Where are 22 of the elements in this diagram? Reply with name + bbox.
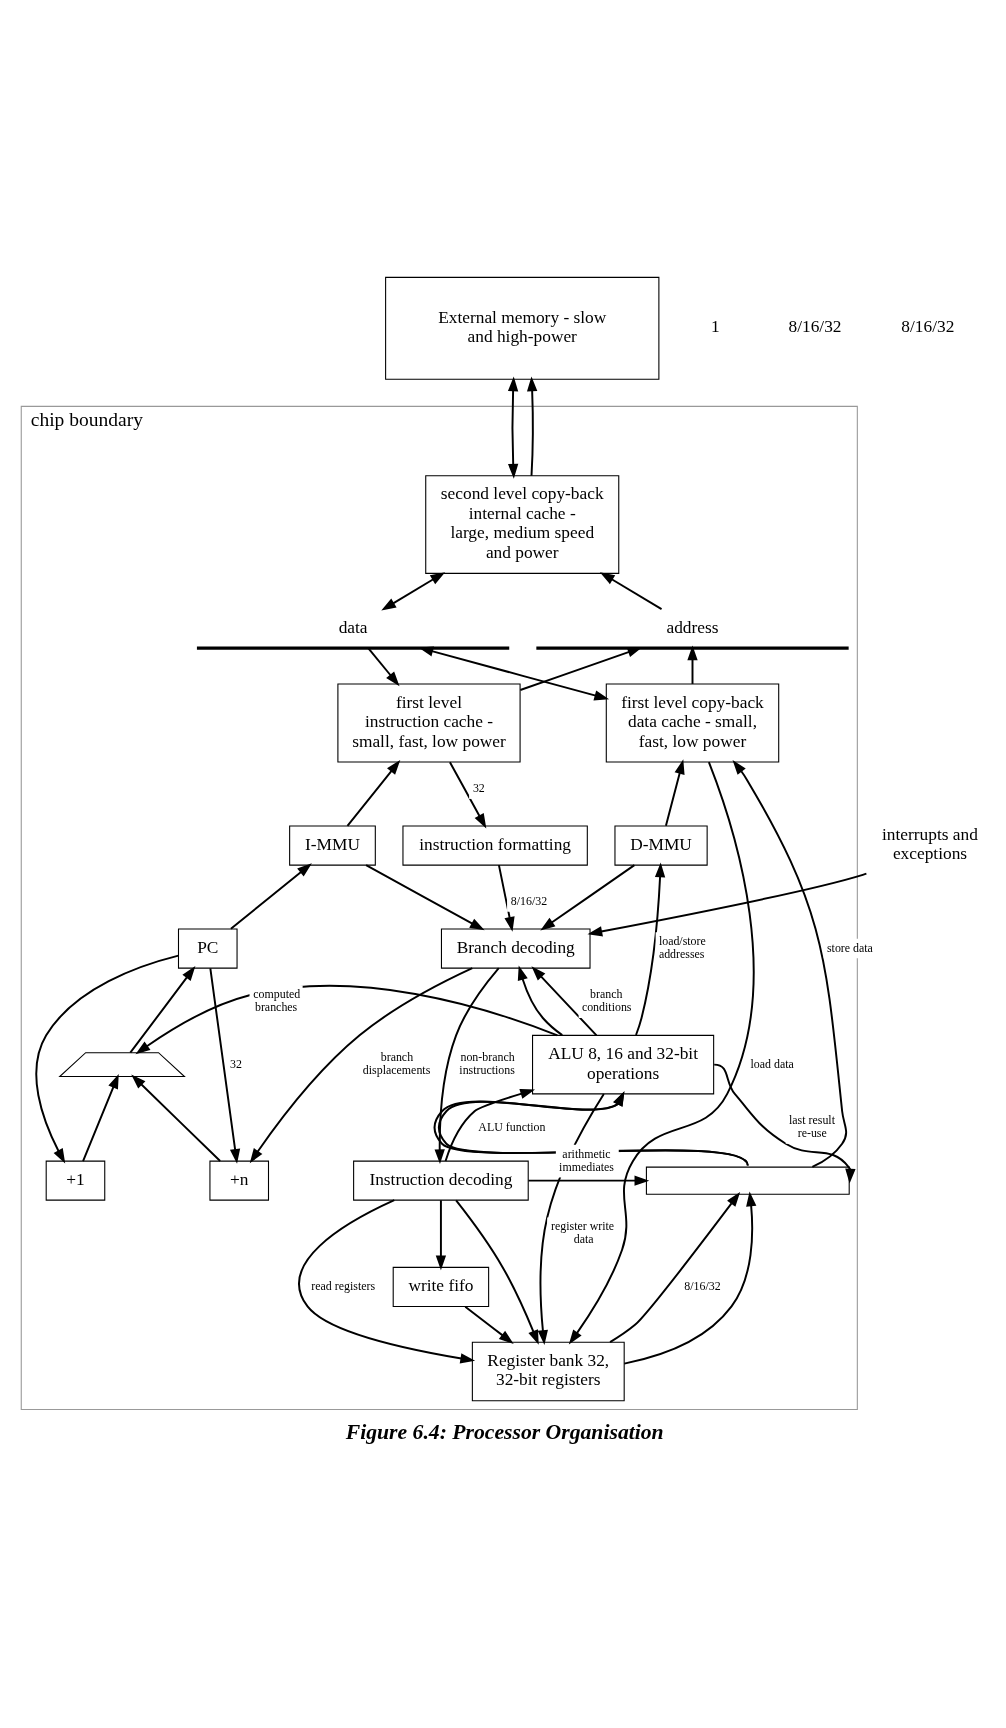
node-text: interrupts and exceptions [882, 824, 978, 864]
edge-label: ALU function [478, 1119, 546, 1134]
edge-label: last result re-use [789, 1113, 835, 1141]
edge-label: 32 [472, 781, 485, 796]
node-text: data [338, 617, 368, 637]
edge-label: arithmetic immediates [559, 1146, 615, 1174]
label: 1 [710, 317, 720, 337]
edge-label: 8/16/32 [510, 893, 548, 908]
edge-label: computed branches [253, 987, 301, 1015]
edge-label: branch conditions [581, 987, 632, 1015]
label: 8/16/32 [901, 317, 955, 337]
caption: Figure 6.4: Processor Organisation [345, 1419, 664, 1444]
edge-label: non-branch instructions [459, 1050, 515, 1078]
edge-label: load/store addresses [658, 934, 706, 962]
edge-label: 8/16/32 [684, 1278, 721, 1293]
edge-label: register write data [550, 1219, 615, 1247]
edge-label: read registers [311, 1278, 376, 1293]
label: 8/16/32 [788, 317, 842, 337]
node-text: address [666, 617, 719, 637]
edge-label: branch displacements [362, 1050, 431, 1078]
edge-label: load data [750, 1056, 794, 1071]
edge-label: 32 [230, 1056, 242, 1071]
